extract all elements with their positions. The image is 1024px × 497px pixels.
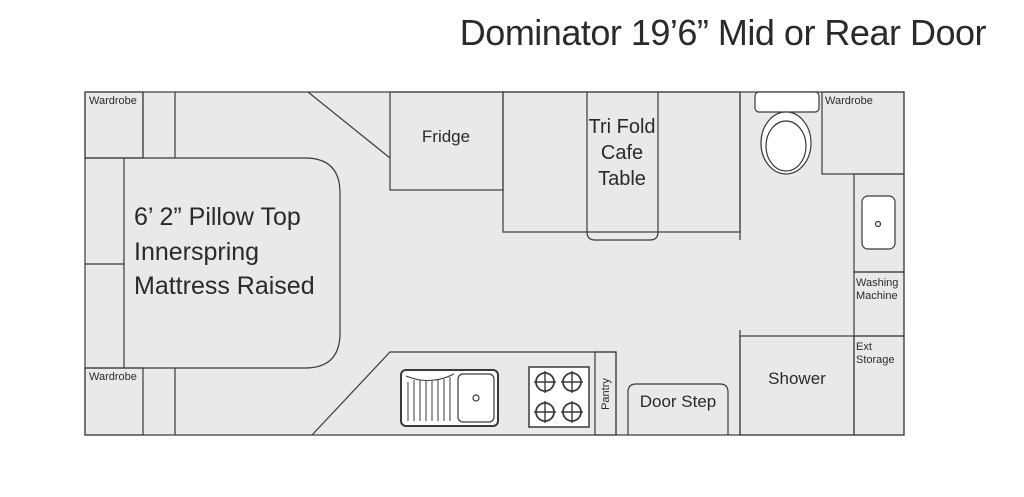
pantry — [594, 351, 617, 436]
washing-label-line2: Machine — [856, 290, 898, 302]
wardrobe-label: Wardrobe — [89, 371, 137, 383]
storage-label-line1: Ext — [856, 341, 872, 353]
pantry-label: Pantry — [600, 378, 612, 410]
bed — [85, 157, 341, 369]
table-label-line3: Table — [598, 168, 646, 190]
storage-label-line2: Storage — [856, 354, 895, 366]
drainer-rib — [405, 373, 455, 381]
shower-label: Shower — [768, 369, 826, 388]
door-step — [627, 383, 729, 435]
toilet-bowl — [760, 111, 812, 175]
bed-label-line3: Mattress Raised — [134, 272, 315, 300]
bed-label-line1: 6’ 2” Pillow Top — [134, 203, 301, 231]
washing-label-line1: Washing — [856, 277, 898, 289]
cafe-table — [586, 92, 659, 241]
basin — [861, 195, 896, 250]
wardrobe-label: Wardrobe — [825, 95, 873, 107]
shower — [739, 335, 855, 436]
table-label-line2: Cafe — [601, 142, 643, 164]
table-label-line1: Tri Fold — [588, 116, 655, 138]
door-step-label: Door Step — [640, 392, 717, 411]
floorplan-title: Dominator 19’6” Mid or Rear Door — [459, 12, 987, 53]
wardrobe-label: Wardrobe — [89, 95, 137, 107]
bed-label-line2: Innerspring — [134, 238, 259, 266]
toilet-cistern — [754, 91, 820, 113]
fridge-label: Fridge — [422, 127, 470, 146]
